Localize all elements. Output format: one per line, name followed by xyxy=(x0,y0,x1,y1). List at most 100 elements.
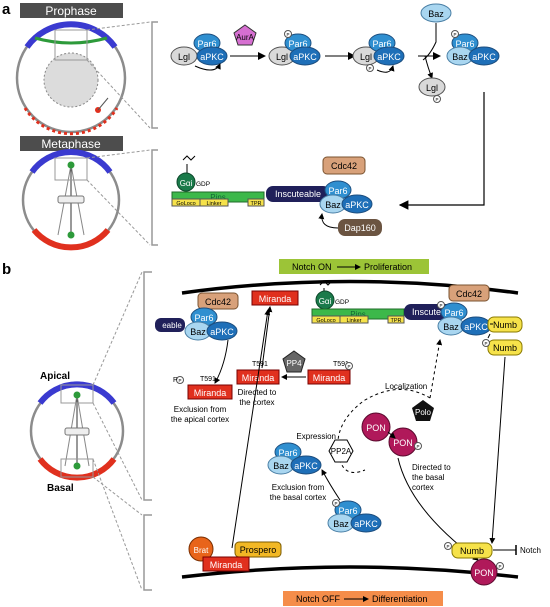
pon-phos xyxy=(388,427,418,457)
svg-text:Baz: Baz xyxy=(325,200,341,210)
svg-text:Par6: Par6 xyxy=(455,39,474,49)
svg-text:Par6: Par6 xyxy=(328,186,347,196)
svg-text:PON: PON xyxy=(474,568,494,578)
aura-pentagon xyxy=(233,24,257,46)
svg-text:Par6: Par6 xyxy=(278,448,297,458)
svg-text:Par6: Par6 xyxy=(372,39,391,49)
numb-apical xyxy=(487,316,523,333)
svg-text:Inscuteable: Inscuteable xyxy=(275,189,321,199)
svg-text:P: P xyxy=(498,564,501,569)
metaphase-header xyxy=(20,136,123,151)
svg-text:Lgl: Lgl xyxy=(360,52,372,62)
svg-text:P: P xyxy=(416,444,419,449)
svg-text:Pins: Pins xyxy=(350,310,366,319)
svg-text:Par6: Par6 xyxy=(194,313,213,323)
svg-text:aPKC: aPKC xyxy=(200,52,224,62)
svg-text:Miranda: Miranda xyxy=(313,373,346,383)
apical-left-complex: Cdc42 eable Par6 Baz aPKC xyxy=(155,292,239,341)
svg-text:Dap160: Dap160 xyxy=(344,223,376,233)
numb-phos xyxy=(487,339,523,356)
svg-text:GoLoco: GoLoco xyxy=(176,201,195,207)
svg-text:Baz: Baz xyxy=(190,327,206,337)
svg-text:Directed to: Directed to xyxy=(238,388,277,397)
localization-label: Localization xyxy=(385,382,427,391)
apical-label: Apical xyxy=(40,371,70,382)
baz-free xyxy=(420,3,452,23)
svg-text:aPKC: aPKC xyxy=(293,52,317,62)
svg-text:Cdc42: Cdc42 xyxy=(331,161,357,171)
baz-par6-apkc-complex: Par6 Baz aPKC P xyxy=(446,30,500,66)
lgl-released: Lgl P xyxy=(418,77,446,103)
svg-text:Miranda: Miranda xyxy=(210,560,243,570)
svg-text:Par6: Par6 xyxy=(197,39,216,49)
svg-text:Baz: Baz xyxy=(273,461,289,471)
lgl-complex-1: Lgl Par6 aPKC xyxy=(170,33,228,71)
svg-text:P: P xyxy=(453,32,456,37)
svg-text:Gαi: Gαi xyxy=(180,179,193,188)
numb-basal xyxy=(451,542,493,559)
svg-text:T591: T591 xyxy=(333,361,349,368)
svg-text:Exclusion from: Exclusion from xyxy=(174,405,227,414)
notch-on-label: Notch ON xyxy=(292,262,332,272)
svg-text:P: P xyxy=(334,501,337,506)
metaphase-cell xyxy=(21,148,121,251)
svg-text:Brat: Brat xyxy=(194,546,209,555)
svg-text:Gαi: Gαi xyxy=(319,297,332,306)
par-complex-exclusion: Par6 Baz aPKC Par6 Baz aPKC P xyxy=(267,442,382,533)
svg-text:P: P xyxy=(347,364,350,369)
svg-text:aPKC: aPKC xyxy=(377,52,401,62)
proliferation-label: Proliferation xyxy=(364,262,412,272)
pp4-pentagon xyxy=(282,350,306,373)
svg-text:Pins: Pins xyxy=(210,193,226,202)
miranda-basal xyxy=(202,556,250,572)
svg-text:Numb: Numb xyxy=(493,320,517,330)
svg-text:P: P xyxy=(368,66,371,71)
svg-text:T591: T591 xyxy=(200,376,216,383)
svg-text:Directed to: Directed to xyxy=(412,463,451,472)
svg-text:aPKC: aPKC xyxy=(210,327,234,337)
svg-text:aPKC: aPKC xyxy=(345,200,369,210)
svg-text:PON: PON xyxy=(366,423,386,433)
svg-text:Cdc42: Cdc42 xyxy=(205,297,231,307)
svg-text:PP4: PP4 xyxy=(286,359,302,368)
svg-text:the cortex: the cortex xyxy=(239,398,274,407)
svg-text:P: P xyxy=(484,341,487,346)
svg-text:PP2A: PP2A xyxy=(331,447,352,456)
differentiation-label: Differentiation xyxy=(372,594,427,604)
miranda-phos xyxy=(307,369,351,385)
metaphase-title: Metaphase xyxy=(41,137,101,151)
pon-basal xyxy=(470,558,498,586)
svg-text:TPR: TPR xyxy=(391,318,402,324)
svg-text:P: P xyxy=(173,377,178,384)
svg-text:Numb: Numb xyxy=(460,546,484,556)
lgl-complex-2: Lgl Par6 aPKC P xyxy=(268,30,321,66)
svg-text:Numb: Numb xyxy=(493,343,517,353)
prospero xyxy=(234,541,282,558)
svg-text:Lgl: Lgl xyxy=(276,52,288,62)
svg-text:P: P xyxy=(178,378,181,383)
svg-text:aPKC: aPKC xyxy=(294,461,318,471)
svg-text:Linker: Linker xyxy=(207,201,222,207)
baz-free-label: Baz xyxy=(428,9,444,19)
svg-text:Par6: Par6 xyxy=(444,308,463,318)
svg-text:P: P xyxy=(439,303,442,308)
svg-text:PON: PON xyxy=(393,438,413,448)
panel-b-label: b xyxy=(2,261,11,278)
aura-label: AurA xyxy=(236,33,254,42)
miranda-excluded xyxy=(187,384,233,400)
prophase-header xyxy=(20,3,123,18)
svg-text:Lgl: Lgl xyxy=(178,52,190,62)
svg-text:Miranda: Miranda xyxy=(194,388,227,398)
notch-off-label: Notch OFF xyxy=(296,594,341,604)
expression-label: Expression xyxy=(296,432,336,441)
svg-text:GDP: GDP xyxy=(196,181,210,188)
svg-text:aPKC: aPKC xyxy=(472,52,496,62)
svg-text:Miranda: Miranda xyxy=(259,294,292,304)
svg-text:TPR: TPR xyxy=(251,201,262,207)
svg-text:Linker: Linker xyxy=(347,318,362,324)
svg-text:the basal cortex: the basal cortex xyxy=(270,493,326,502)
svg-text:Baz: Baz xyxy=(443,322,459,332)
prophase-cell xyxy=(15,21,127,136)
